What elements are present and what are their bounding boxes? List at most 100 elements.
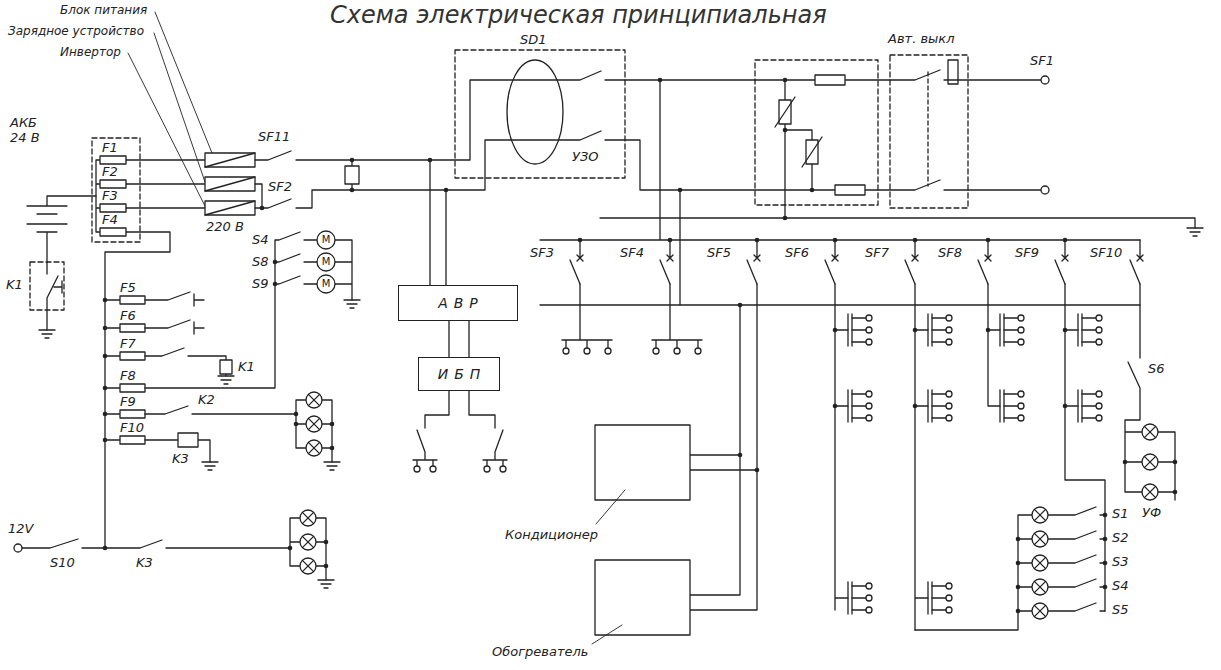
wiring <box>738 453 743 458</box>
part-label: F2 <box>102 165 118 180</box>
wiring <box>1063 328 1068 333</box>
wiring <box>658 78 663 83</box>
wiring <box>324 462 340 470</box>
part-label: K2 <box>198 393 215 408</box>
fuse-symbol <box>100 156 126 164</box>
socket-pin <box>653 348 659 354</box>
wiring <box>330 422 335 427</box>
wiring <box>1130 240 1143 284</box>
wiring <box>103 386 108 391</box>
motor-symbol <box>317 253 335 271</box>
wiring <box>1142 484 1158 500</box>
wire <box>105 160 205 548</box>
part-label: Блок питания <box>60 4 147 18</box>
wiring <box>783 78 788 83</box>
fuse-symbol <box>120 324 145 332</box>
fuse-symbol <box>815 75 845 85</box>
part-label: M <box>322 279 331 289</box>
wiring <box>755 468 760 473</box>
part-label: SD1 <box>520 33 547 48</box>
leader-line <box>592 490 625 644</box>
part-label: F10 <box>120 421 144 436</box>
part-label: Авт. выкл <box>888 32 954 47</box>
part-label: SF9 <box>1015 246 1039 261</box>
wiring <box>825 240 838 284</box>
part-label: S1 <box>1112 507 1129 522</box>
fuse-symbol <box>100 228 126 236</box>
box-label: ИБП <box>432 366 487 383</box>
wiring <box>1032 531 1048 547</box>
wiring <box>978 240 991 284</box>
socket-wire <box>562 284 702 348</box>
fuse-symbol <box>100 180 126 188</box>
wiring <box>738 303 743 308</box>
fuse-symbol <box>100 204 126 212</box>
part-label: Зарядное устройство <box>8 25 144 39</box>
wiring <box>294 412 299 417</box>
wiring <box>318 580 334 588</box>
socket-pin <box>605 348 611 354</box>
wiring <box>202 462 218 470</box>
part-label: F9 <box>120 395 136 410</box>
rcd-box <box>455 50 625 178</box>
process-box: АВР <box>398 285 518 321</box>
part-label: УФ <box>1142 506 1161 521</box>
wiring <box>678 188 683 193</box>
wiring <box>14 12 1203 644</box>
part-label: УЗО <box>572 150 599 165</box>
wiring <box>1000 390 1024 422</box>
battery-symbol <box>27 196 96 262</box>
wiring <box>1173 460 1178 465</box>
relay-coil <box>220 360 232 374</box>
wiring <box>306 416 322 432</box>
wiring <box>103 438 108 443</box>
part-label: S10 <box>50 556 75 571</box>
part-label: M <box>322 235 331 245</box>
terminal <box>1041 186 1049 194</box>
wiring <box>747 240 760 284</box>
socket-pin <box>500 466 506 472</box>
motor-symbol <box>317 231 335 249</box>
fuse-symbol <box>120 352 145 360</box>
relay-coil <box>178 433 198 447</box>
part-label: F6 <box>120 309 136 324</box>
wire <box>1065 284 1105 611</box>
wiring <box>578 238 583 243</box>
part-label: S9 <box>252 277 269 292</box>
part-label: S4 <box>1112 579 1129 594</box>
part-label: SF7 <box>865 246 889 261</box>
part-label: SF5 <box>707 246 731 261</box>
wiring <box>928 390 952 422</box>
wiring <box>1063 238 1068 243</box>
wiring <box>913 328 918 333</box>
part-label: 12V <box>8 522 33 537</box>
wiring <box>1103 561 1108 566</box>
wiring <box>833 238 838 243</box>
wiring <box>344 300 360 308</box>
wiring <box>668 238 673 243</box>
part-label: K1 <box>238 360 255 375</box>
part-label: F8 <box>120 369 136 384</box>
process-box: ИБП <box>418 357 500 391</box>
wiring <box>1103 585 1108 590</box>
conditioner-box <box>595 425 690 500</box>
wire <box>145 232 352 388</box>
current-transformer <box>507 60 563 164</box>
breaker-box <box>890 55 968 208</box>
wiring <box>1032 555 1048 571</box>
wire <box>430 160 446 285</box>
wiring <box>218 376 234 384</box>
socket-pin <box>484 466 490 472</box>
part-label: SF8 <box>938 246 962 261</box>
part-label: SF10 <box>1090 246 1122 261</box>
part-label: 220 В <box>206 220 244 235</box>
wiring <box>1016 585 1021 590</box>
fuse-symbol <box>120 410 145 418</box>
wiring <box>330 446 335 451</box>
wiring <box>848 390 872 422</box>
wiring <box>294 422 299 427</box>
wire <box>255 70 1041 160</box>
wire <box>988 284 1000 406</box>
wiring <box>444 188 449 193</box>
